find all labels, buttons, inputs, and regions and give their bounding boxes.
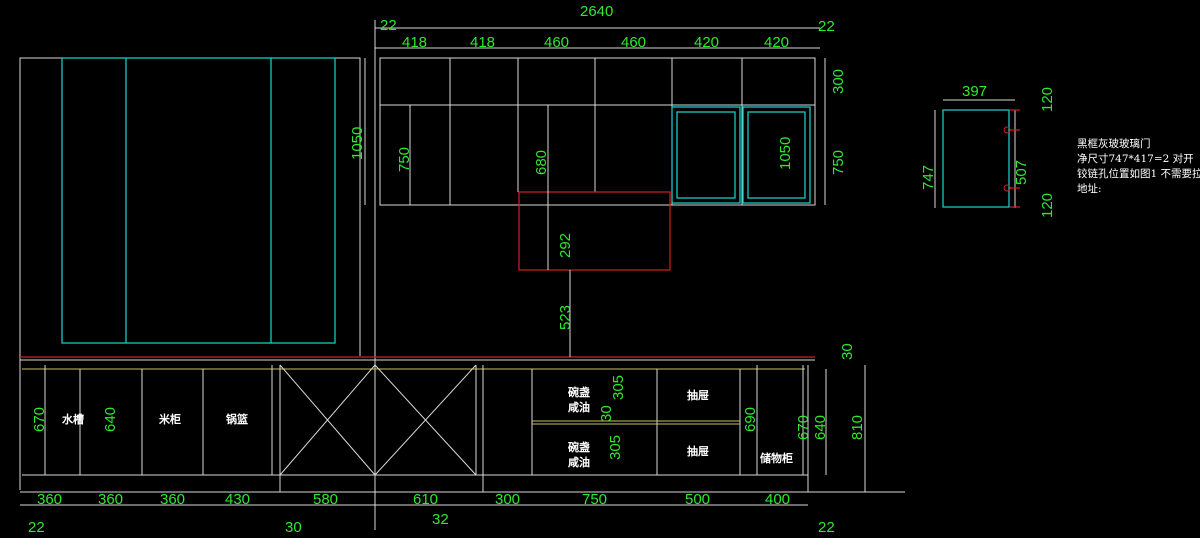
- dim-22-left: 22: [28, 519, 45, 536]
- dim-seg: 460: [621, 34, 646, 51]
- dim-1050: 1050: [349, 127, 366, 160]
- dim-bottom: 400: [765, 491, 790, 508]
- label-rice: 米柜: [158, 412, 181, 426]
- dim-523: 523: [557, 305, 574, 330]
- dim-120a: 120: [1039, 87, 1056, 112]
- dim-30-bottom: 30: [285, 519, 302, 536]
- dim-seg: 420: [694, 34, 719, 51]
- label-storage: 储物柜: [760, 451, 793, 465]
- dim-670: 670: [31, 407, 48, 432]
- dim-120b: 120: [1039, 193, 1056, 218]
- dim-30: 30: [598, 405, 615, 422]
- dim-810: 810: [849, 415, 866, 440]
- note-line: 净尺寸747*417=2 对开: [1077, 152, 1194, 165]
- dim-750b: 750: [830, 150, 847, 175]
- dim-747: 747: [920, 165, 937, 190]
- dim-seg: 418: [402, 34, 427, 51]
- label-spice: 咸油: [568, 455, 590, 469]
- dim-640: 640: [102, 407, 119, 432]
- dim-640b: 640: [812, 415, 829, 440]
- upper-cabinets: [379, 57, 816, 271]
- dim-left-gap: 22: [380, 17, 397, 34]
- dim-305b: 305: [607, 435, 624, 460]
- note-line: 黑框灰玻玻璃门: [1077, 137, 1151, 150]
- dim-seg: 460: [544, 34, 569, 51]
- dim-30-top: 30: [839, 343, 856, 360]
- dim-bottom: 500: [685, 491, 710, 508]
- dim-bottom: 300: [495, 491, 520, 508]
- dim-seg: 420: [764, 34, 789, 51]
- door-detail: [942, 109, 1020, 208]
- dim-32: 32: [432, 511, 449, 528]
- label-spice: 碗盏: [568, 440, 590, 454]
- dim-bottom: 750: [582, 491, 607, 508]
- dim-305: 305: [610, 375, 627, 400]
- dim-507: 507: [1013, 160, 1030, 185]
- dim-door-1050: 1050: [777, 137, 794, 170]
- base-cabinets: [20, 364, 905, 493]
- dim-overall: 2640: [580, 3, 613, 20]
- dim-bottom: 610: [413, 491, 438, 508]
- label-spice: 咸油: [568, 400, 590, 414]
- note-line: 铰链孔位置如图1 不需要拉手: [1077, 167, 1200, 180]
- note-line: 地址:: [1077, 182, 1102, 195]
- dimension-lines: [20, 27, 1016, 506]
- dim-bottom: 360: [37, 491, 62, 508]
- dim-bottom: 360: [160, 491, 185, 508]
- dim-22-right: 22: [818, 519, 835, 536]
- label-sink: 水槽: [62, 412, 84, 426]
- label-spice: 碗盏: [568, 385, 590, 399]
- dim-seg: 418: [470, 34, 495, 51]
- label-drawer: 抽屉: [687, 444, 709, 458]
- dim-right-gap: 22: [818, 18, 835, 35]
- dim-bottom: 360: [98, 491, 123, 508]
- tall-cabinet: [19, 57, 361, 490]
- dim-bottom: 430: [225, 491, 250, 508]
- dim-292: 292: [557, 233, 574, 258]
- dim-bottom: 580: [313, 491, 338, 508]
- dim-300: 300: [830, 69, 847, 94]
- label-basket: 锅篮: [226, 412, 248, 426]
- dim-397: 397: [962, 83, 987, 100]
- label-drawer: 抽屉: [687, 388, 709, 402]
- dim-680: 680: [533, 150, 550, 175]
- dim-750: 750: [396, 147, 413, 172]
- dim-690: 690: [742, 407, 759, 432]
- dim-670b: 670: [795, 415, 812, 440]
